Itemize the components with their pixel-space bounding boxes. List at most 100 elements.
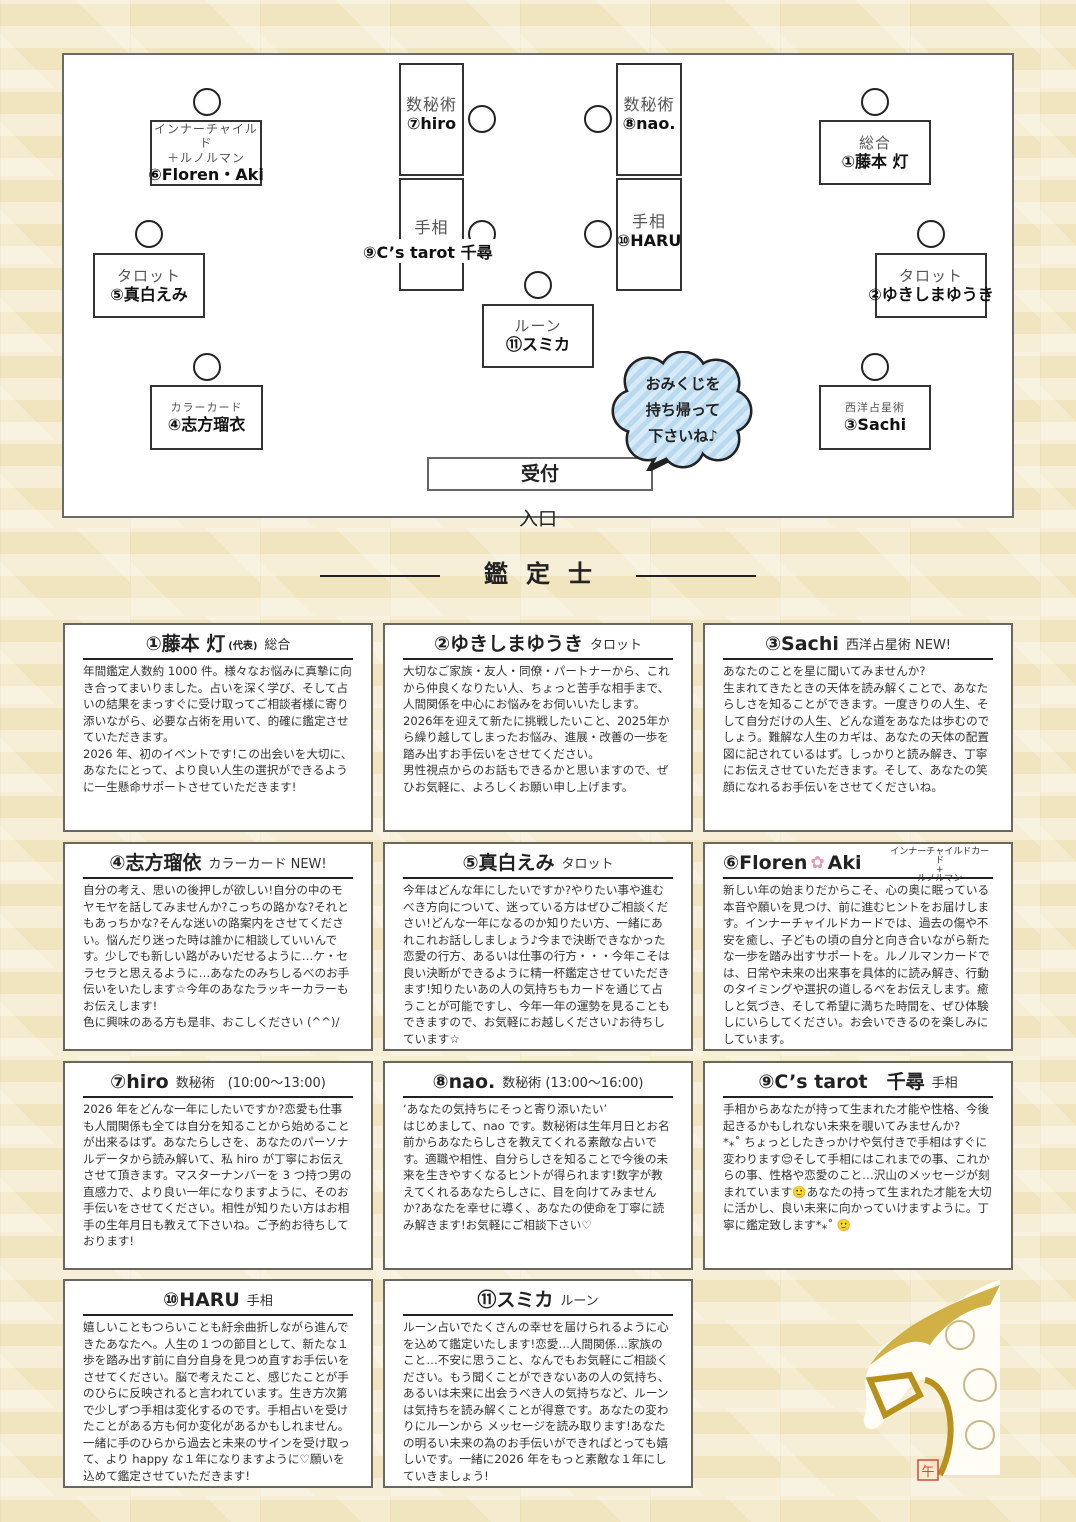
cloud-bubble-icon <box>611 350 753 475</box>
booth-4: カラーカード ④志方瑠衣 <box>150 385 263 450</box>
card-header: ⑪スミカルーン <box>403 1286 673 1316</box>
card-body: 嬉しいこともつらいことも紆余曲折しながら進んできたあなたへ。人生の１つの節目とし… <box>83 1320 350 1483</box>
seat-circle <box>193 353 221 381</box>
booth-label: ⑩HARU <box>616 231 682 251</box>
card-body: 2026 年をどんな一年にしたいですか?恋愛も仕事も人間関係も全ては自分を知るこ… <box>83 1102 352 1248</box>
card-body: 大切なご家族・友人・同僚・パートナーから、これから仲良くなりたい人、ちょっと苦手… <box>403 664 670 794</box>
fortune-teller-card: ②ゆきしまゆうきタロット大切なご家族・友人・同僚・パートナーから、これから仲良く… <box>383 623 693 832</box>
seat-circle <box>524 271 552 299</box>
fortune-teller-card: ⑧nao. 数秘術 (13:00〜16:00) ‘あなたの気持ちにそっと寄り添いたい… <box>383 1061 693 1270</box>
booth-category: 西洋占星術 <box>845 401 905 415</box>
card-header: ⑥Floren✿Aki インナーチャイルドカード + ルノルマン <box>723 848 993 884</box>
fortune-teller-card: ⑦hiro 数秘術 (10:00〜13:00) 2026 年をどんな一年にしたいです… <box>63 1061 373 1270</box>
booth-3: 西洋占星術 ③Sachi <box>819 385 931 450</box>
booth-label: ①藤本 灯 <box>841 151 909 171</box>
booth-label: ⑪スミカ <box>505 335 570 355</box>
seat-circle <box>861 353 889 381</box>
booth-8: 数秘術 ⑧nao. <box>616 63 682 176</box>
booth-2: タロット ②ゆきしまゆうき <box>868 253 994 318</box>
card-name: ⑨C’s tarot 千尋 <box>758 1071 925 1093</box>
card-category: ルーン <box>560 1294 599 1309</box>
card-name: ⑪スミカ <box>477 1289 554 1311</box>
booth-6: インナーチャイルド ＋ルノルマン ⑥Floren・Aki <box>148 120 264 186</box>
card-name: ⑧nao. <box>432 1071 496 1093</box>
card-header: ②ゆきしまゆうきタロット <box>403 630 673 660</box>
section-title: 鑑定士 <box>484 560 610 588</box>
card-category: インナーチャイルドカード + ルノルマン <box>890 847 990 884</box>
sakura-icon: ✿ <box>810 853 825 873</box>
card-body: ‘あなたの気持ちにそっと寄り添いたい’ はじめまして、nao です。数秘術は生年… <box>403 1102 670 1232</box>
card-category: 手相 <box>246 1294 273 1309</box>
booth-label: ⑤真白えみ <box>110 284 188 304</box>
divider <box>636 575 756 577</box>
card-body: あなたのことを星に聞いてみませんか? 生まれてきたときの天体を読み解くことで、あ… <box>723 664 990 794</box>
card-note: (代表) <box>228 641 258 652</box>
booth-label: ④志方瑠衣 <box>167 414 246 434</box>
booth-10: 手相 ⑩HARU <box>616 178 682 291</box>
booth-category: ＋ルノルマン <box>166 150 245 165</box>
fortune-teller-card: ⑨C’s tarot 千尋手相手相からあなたが持って生まれた才能や性格、今後起き… <box>703 1061 1013 1270</box>
card-name: ③Sachi <box>764 633 839 655</box>
card-body: 今年はどんな年にしたいですか?やりたい事や進むべき方向について、迷っている方はぜ… <box>403 883 670 1046</box>
card-header: ⑧nao. 数秘術 (13:00〜16:00) <box>403 1068 673 1098</box>
card-category: 数秘術 (10:00〜13:00) <box>175 1076 326 1091</box>
booth-label: ⑧nao. <box>622 114 676 134</box>
fortune-teller-card: ⑤真白えみタロット今年はどんな年にしたいですか?やりたい事や進むべき方向について… <box>383 842 693 1051</box>
horse-head-icon: 午 <box>863 1280 1000 1481</box>
booth-9: 手相 <box>399 178 464 291</box>
divider <box>320 575 440 577</box>
booth-label: ⑥Floren・Aki <box>148 165 264 184</box>
venue-map: インナーチャイルド ＋ルノルマン ⑥Floren・Aki 数秘術 ⑦hiro 手… <box>62 53 1014 518</box>
card-category: タロット <box>561 857 614 872</box>
card-name: ⑦hiro <box>110 1071 169 1093</box>
card-body: 新しい年の始まりだからこそ、心の奥に眠っている本音や願いを見つけ、前に進むヒント… <box>723 883 990 1046</box>
booth-category: 総合 <box>858 133 891 152</box>
seat-circle <box>135 220 163 248</box>
card-header: ①藤本 灯(代表)総合 <box>83 630 353 660</box>
seat-circle <box>917 220 945 248</box>
booth-category: インナーチャイルド <box>154 121 258 151</box>
entrance-label: 入口 <box>518 508 557 530</box>
card-name-2: Aki <box>827 852 862 874</box>
booth-7: 数秘術 ⑦hiro <box>399 63 464 176</box>
card-name: ⑥Floren <box>723 852 808 874</box>
card-header: ⑤真白えみタロット <box>403 849 673 879</box>
seat-circle <box>584 105 612 133</box>
seat-circle <box>584 220 612 248</box>
fortune-teller-card: ③Sachi 西洋占星術 NEW! あなたのことを星に聞いてみませんか? 生まれてき… <box>703 623 1013 832</box>
card-name: ⑤真白えみ <box>462 852 555 874</box>
booth-label: ②ゆきしまゆうき <box>868 284 994 304</box>
booth-category: カラーカード <box>170 401 243 415</box>
seat-circle <box>193 88 221 116</box>
fortune-teller-card: ⑪スミカルーンルーン占いでたくさんの幸せを届けられるように心を込めて鑑定いたしま… <box>383 1279 693 1488</box>
card-category: 西洋占星術 NEW! <box>845 638 952 653</box>
card-category: 総合 <box>264 638 291 653</box>
card-category: カラーカード NEW! <box>208 857 327 872</box>
card-body: 手相からあなたが持って生まれた才能や性格、今後起きるかもしれない未来を覗いてみま… <box>723 1102 992 1232</box>
section-header: 鑑定士 <box>0 556 1076 592</box>
card-category: タロット <box>590 638 643 653</box>
reception-desk: 受付 <box>427 457 653 491</box>
card-header: ③Sachi 西洋占星術 NEW! <box>723 630 993 660</box>
card-body: ルーン占いでたくさんの幸せを届けられるように心を込めて鑑定いたします!恋愛…人間… <box>403 1320 670 1483</box>
card-name: ②ゆきしまゆうき <box>433 633 584 655</box>
card-category: 手相 <box>931 1076 958 1091</box>
bubble-text: 下さいね♪ <box>648 427 718 445</box>
fortune-teller-card: ①藤本 灯(代表)総合年間鑑定人数約 1000 件。様々なお悩みに真摯に向き合っ… <box>63 623 373 832</box>
bubble-text: おみくじを <box>645 375 721 393</box>
card-header: ⑦hiro 数秘術 (10:00〜13:00) <box>83 1068 353 1098</box>
card-header: ④志方瑠依カラーカード NEW! <box>83 849 353 879</box>
booth-category: 手相 <box>631 212 666 231</box>
booth-5: タロット ⑤真白えみ <box>93 253 205 318</box>
seal-stamp: 午 <box>921 1465 934 1480</box>
horse-illustration: 午 <box>840 1275 1020 1495</box>
card-body: 自分の考え、思いの後押しが欲しい!自分の中のモヤモヤを話してみませんか?こっちの… <box>83 883 350 1029</box>
card-category: 数秘術 (13:00〜16:00) <box>502 1076 644 1091</box>
booth-label: ⑨C’s tarot 千尋 <box>361 239 495 263</box>
booth-category: 数秘術 <box>623 95 675 114</box>
booth-category: ルーン <box>514 317 562 336</box>
booth-label: ⑦hiro <box>406 114 457 134</box>
booth-category: タロット <box>116 266 181 285</box>
